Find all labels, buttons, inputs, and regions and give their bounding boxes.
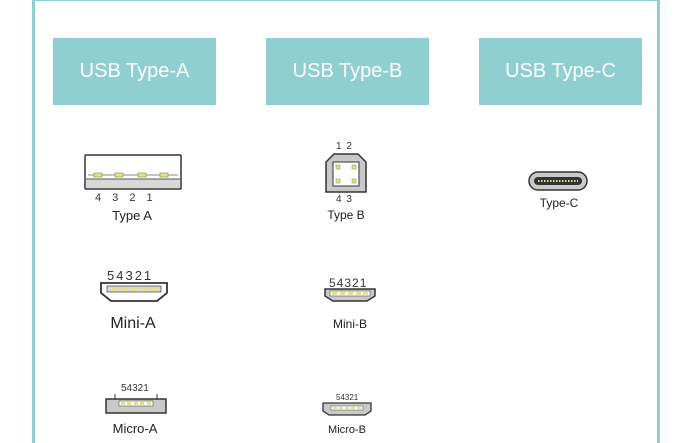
mini-a-connector-icon	[100, 282, 168, 302]
type-a-label: Type A	[112, 208, 152, 223]
mini-b-connector-icon	[324, 288, 376, 302]
micro-b-label: Micro-B	[328, 424, 366, 436]
header-usb-type-c: USB Type-C	[479, 38, 642, 105]
type-b-connector-icon	[325, 153, 367, 193]
type-c-connector-icon	[528, 171, 588, 191]
type-a-connector-icon	[84, 154, 182, 190]
mini-a-pin-numbers: 54321	[107, 268, 154, 283]
content-frame	[32, 0, 660, 443]
mini-a-label: Mini-A	[110, 315, 156, 332]
micro-a-pin-numbers: 54321	[121, 383, 149, 394]
type-b-pin-numbers-bottom: 4 3	[336, 194, 353, 205]
micro-a-label: Micro-A	[112, 421, 158, 436]
header-usb-type-b: USB Type-B	[266, 38, 429, 105]
type-a-pin-numbers: 4 3 2 1	[95, 192, 154, 204]
type-b-pin-numbers-top: 1 2	[336, 141, 353, 152]
micro-a-connector-icon	[105, 394, 167, 414]
type-c-label: Type-C	[539, 196, 579, 210]
header-usb-type-a: USB Type-A	[53, 38, 216, 105]
mini-b-pin-numbers: 54321	[329, 276, 368, 290]
micro-b-connector-icon	[322, 402, 372, 416]
micro-b-pin-numbers: 54321	[336, 393, 359, 402]
mini-b-label: Mini-B	[332, 317, 367, 331]
type-b-label: Type B	[327, 208, 365, 222]
